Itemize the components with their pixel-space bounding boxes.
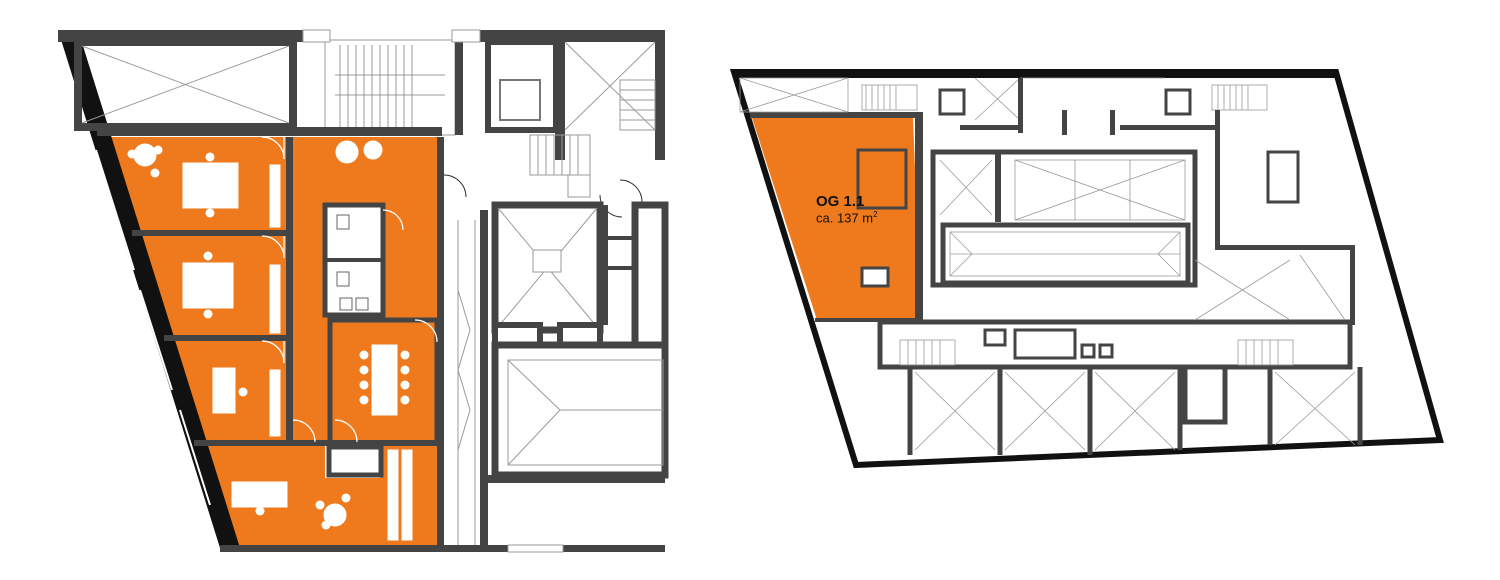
unit-area-value: ca. 137 m xyxy=(816,210,874,226)
small-shaft xyxy=(326,444,384,478)
meeting-table-icon xyxy=(371,344,398,416)
lift-shaft xyxy=(485,39,559,133)
shaft-icon xyxy=(491,201,604,334)
unit-label: OG 1.1 ca. 137 m2 xyxy=(816,193,878,227)
unit-area-exponent: 2 xyxy=(873,210,878,220)
furniture xyxy=(127,140,413,541)
unit-area: ca. 137 m2 xyxy=(816,210,878,226)
stair-icon xyxy=(324,39,456,136)
detail-floor-plan xyxy=(58,29,669,553)
unit-name: OG 1.1 xyxy=(816,193,865,210)
chair-icon xyxy=(205,152,215,162)
toilet-icon xyxy=(336,214,369,311)
overview-floor-plan xyxy=(729,69,1444,469)
door-swing-icon xyxy=(261,136,438,443)
table-icon xyxy=(182,162,239,209)
left-facade-wall xyxy=(58,30,240,548)
